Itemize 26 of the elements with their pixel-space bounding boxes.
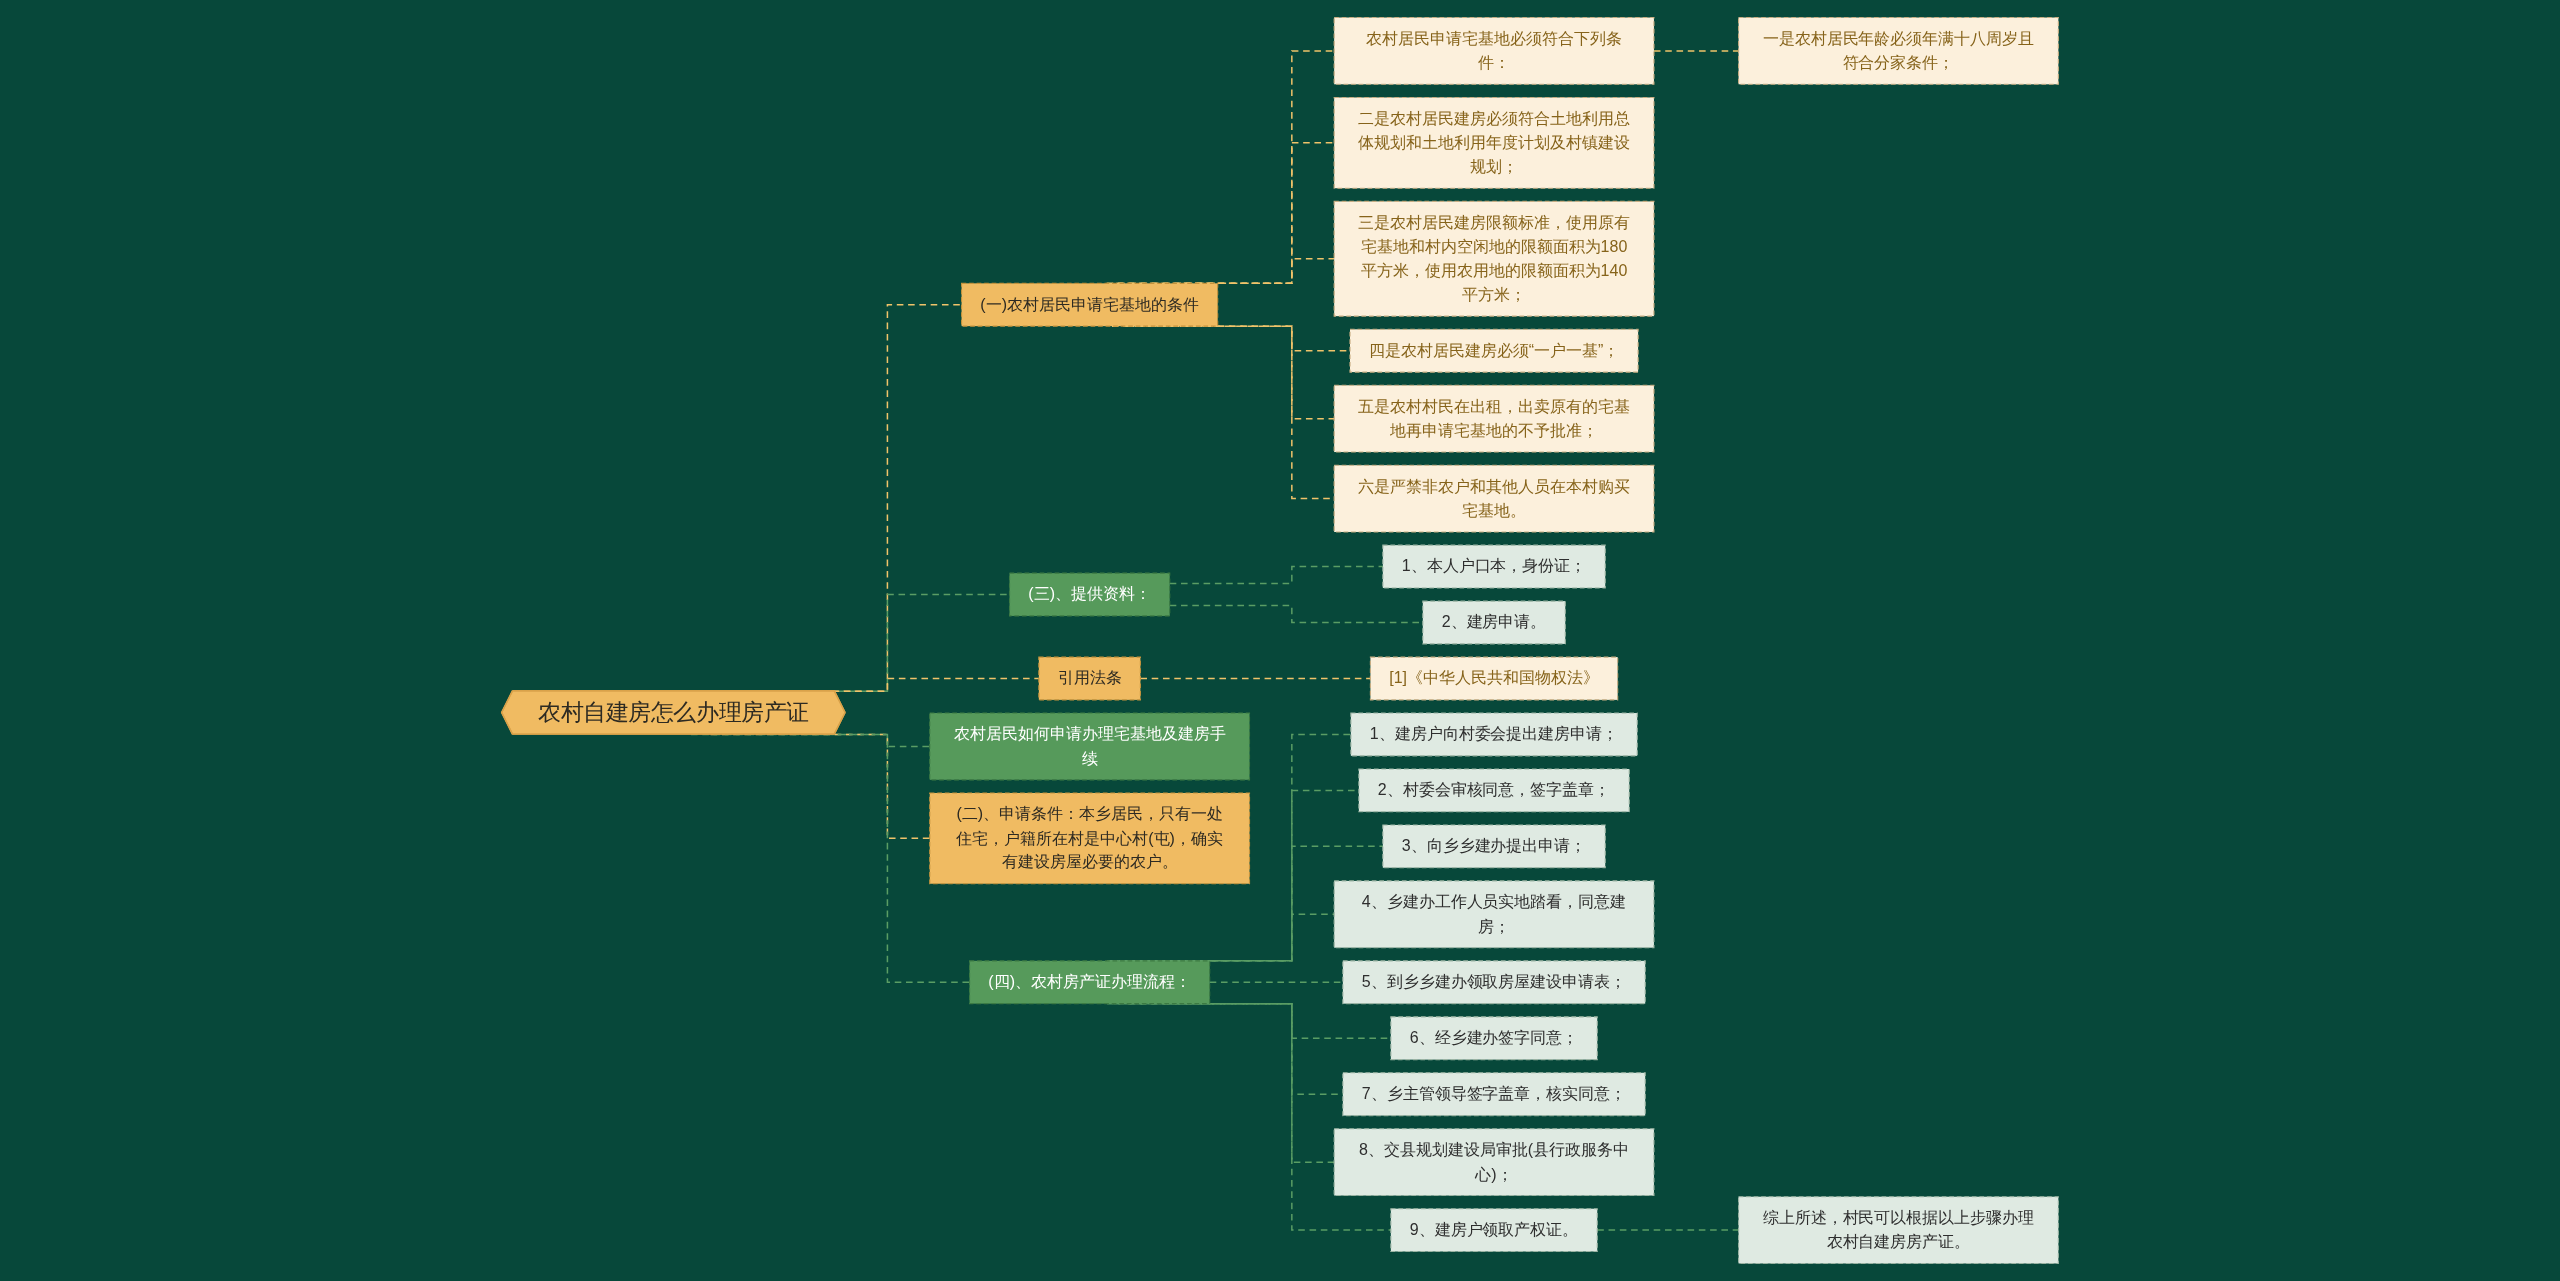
node-box: 6、经乡建办签字同意； — [1390, 1016, 1598, 1061]
node-box: 三是农村居民建房限额标准，使用原有宅基地和村内空闲地的限额面积为180平方米，使用农用地的限额面积为140平方米； — [1333, 200, 1655, 317]
node-box: 综上所述，村民可以根据以上步骤办理农村自建房房产证。 — [1738, 1196, 2059, 1265]
node-box: 1、本人户口本，身份证； — [1382, 544, 1606, 589]
node-box: (一)农村居民申请宅基地的条件 — [961, 282, 1219, 327]
node-box: 8、交县规划建设局审批(县行政服务中心)； — [1333, 1128, 1655, 1197]
node-box: 引用法条 — [1038, 656, 1141, 701]
node-box: 3、向乡乡建办提出申请； — [1382, 824, 1606, 869]
node-box: 4、乡建办工作人员实地踏看，同意建房； — [1333, 880, 1655, 949]
node-box: 5、到乡乡建办领取房屋建设申请表； — [1342, 960, 1646, 1005]
node-box: [1]《中华人民共和国物权法》 — [1369, 656, 1619, 701]
node-box: 五是农村村民在出租，出卖原有的宅基地再申请宅基地的不予批准； — [1333, 384, 1655, 453]
node-box: (四)、农村房产证办理流程： — [969, 960, 1211, 1005]
node-box: 9、建房户领取产权证。 — [1390, 1208, 1598, 1253]
node-box: (三)、提供资料： — [1008, 572, 1171, 617]
node-box: 2、建房申请。 — [1422, 600, 1566, 645]
node-box: (二)、申请条件：本乡居民，只有一处住宅，户籍所在村是中心村(屯)，确实有建设房屋必要的农户。 — [929, 792, 1251, 885]
node-box: 7、乡主管领导签字盖章，核实同意； — [1342, 1072, 1646, 1117]
node-box: 二是农村居民建房必须符合土地利用总体规划和土地利用年度计划及村镇建设规划； — [1333, 96, 1655, 189]
node-box: 1、建房户向村委会提出建房申请； — [1350, 712, 1638, 757]
node-box: 农村居民申请宅基地必须符合下列条件： — [1333, 16, 1655, 85]
node-box: 农村居民如何申请办理宅基地及建房手续 — [929, 712, 1251, 781]
node-box: 六是严禁非农户和其他人员在本村购买宅基地。 — [1333, 464, 1655, 533]
node-box: 一是农村居民年龄必须年满十八周岁且符合分家条件； — [1738, 16, 2059, 85]
node-box: 2、村委会审核同意，签字盖章； — [1358, 768, 1630, 813]
node-box: 四是农村居民建房必须“一户一基”； — [1349, 328, 1639, 373]
